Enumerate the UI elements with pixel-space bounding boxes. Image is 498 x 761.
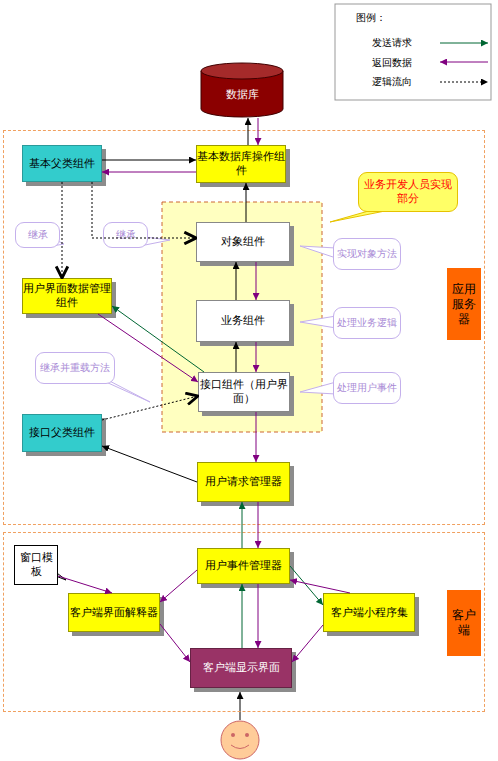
callout-note: 处理业务逻辑: [333, 307, 401, 339]
component-box: 接口组件（用户界面）: [198, 372, 290, 412]
node-label: 窗口模板: [15, 551, 57, 579]
flow-arrow: [236, 342, 237, 372]
flow-arrow: [290, 580, 350, 593]
flow-arrow: [292, 625, 323, 662]
flow-arrow: [236, 262, 237, 300]
legend-text: 返回数据: [372, 57, 412, 69]
flow-arrow: [256, 342, 257, 372]
legend-heading: 图例：: [356, 12, 386, 24]
flow-arrow: [160, 570, 197, 602]
legend-frame: [335, 4, 491, 100]
legend-sample: [440, 43, 488, 44]
component-box: 客户端小程序集: [323, 593, 415, 632]
flow-arrow: [102, 172, 196, 173]
component-box: 用户事件管理器: [197, 548, 290, 584]
component-box: 用户界面数据管理组件: [22, 278, 112, 314]
flow-arrow: [102, 160, 196, 161]
node-label: 处理用户事件: [337, 382, 397, 395]
node-label: 继承并重载方法: [40, 362, 110, 375]
flow-arrow: [258, 502, 259, 548]
cylinder-top: [201, 63, 283, 79]
flow-arrow: [102, 446, 197, 482]
callout-tail: [300, 246, 336, 258]
flow-arrow: [248, 118, 249, 145]
component-box: 业务组件: [196, 300, 290, 342]
component-box: 对象组件: [196, 222, 290, 262]
node-label: 客户端显示界面: [203, 661, 280, 675]
template-box: 窗口模板: [14, 545, 58, 585]
tier-tag: 应用服务器: [447, 268, 481, 340]
node-label: 业务组件: [221, 314, 265, 328]
node-label: 基本父类组件: [29, 157, 95, 171]
business-area: [162, 202, 322, 432]
callout-note: 业务开发人员实现部分: [358, 172, 458, 212]
legend-sample: [440, 62, 488, 63]
node-label: 对象组件: [221, 235, 265, 249]
node-label: 继承: [116, 229, 136, 242]
node-label: 用户事件管理器: [205, 559, 282, 573]
callout-note: 处理用户事件: [333, 372, 401, 404]
inherit-arrow: [62, 182, 63, 278]
node-label: 业务开发人员实现部分: [359, 178, 457, 206]
flow-arrow: [160, 624, 190, 662]
node-label: 客户端界面解释器: [70, 606, 158, 620]
flow-arrow: [256, 262, 257, 300]
flow-arrow: [256, 412, 257, 462]
legend-sample: [440, 82, 488, 83]
user-eye: [245, 733, 249, 737]
tier-tag: 客户端: [447, 590, 481, 656]
node-label: 基本数据库操作组件: [197, 150, 285, 178]
node-label: 接口组件（用户界面）: [199, 378, 289, 406]
component-box: 用户请求管理器: [197, 462, 290, 502]
flow-arrow: [112, 306, 204, 372]
inherit-arrow: [102, 396, 198, 420]
node-label: 继承: [28, 229, 48, 242]
callout-note: 继承并重载方法: [35, 352, 115, 384]
flow-arrow: [246, 183, 247, 222]
user-arrow: [240, 692, 241, 720]
node-label: 用户界面数据管理组件: [23, 282, 111, 310]
tier-band: 应用服务器 基本父类组件 基本数据库操作组件业务开发人员实现部分继承 继承 对象组件实现…: [3, 130, 485, 525]
user-smile: [231, 745, 249, 749]
callout-note: 继承: [103, 222, 148, 248]
database-cylinder: 数据库: [200, 62, 284, 118]
callout-note: 继承: [15, 222, 60, 248]
base-class-box: 基本父类组件: [22, 145, 102, 182]
callout-tail: [300, 382, 336, 394]
component-box: 客户端界面解释器: [68, 593, 160, 632]
flow-arrow: [258, 584, 259, 648]
legend-text: 逻辑流向: [372, 76, 412, 88]
base-class-box: 接口父类组件: [22, 414, 102, 452]
node-label: 客户端小程序集: [331, 606, 408, 620]
node-label: 接口父类组件: [29, 426, 95, 440]
node-label: 实现对象方法: [337, 248, 397, 261]
flow-arrow: [290, 566, 323, 605]
callout-tail: [300, 316, 336, 328]
callout-note: 实现对象方法: [333, 238, 401, 270]
user-face: [221, 721, 259, 759]
user-eye: [231, 733, 235, 737]
flow-arrow: [258, 118, 259, 145]
component-box: 基本数据库操作组件: [196, 145, 286, 183]
flow-arrow: [242, 502, 243, 548]
flow-arrow: [242, 584, 243, 648]
legend-text: 发送请求: [372, 37, 412, 49]
flow-arrow: [58, 576, 112, 593]
node-label: 用户请求管理器: [205, 475, 282, 489]
node-label: 处理业务逻辑: [337, 317, 397, 330]
node-label: 数据库: [226, 88, 259, 102]
display-box: 客户端显示界面: [190, 648, 292, 688]
tier-band: 客户端 窗口模板 用户事件管理器客户端界面解释器 客户端小程序集客户端显示界面: [3, 532, 485, 712]
